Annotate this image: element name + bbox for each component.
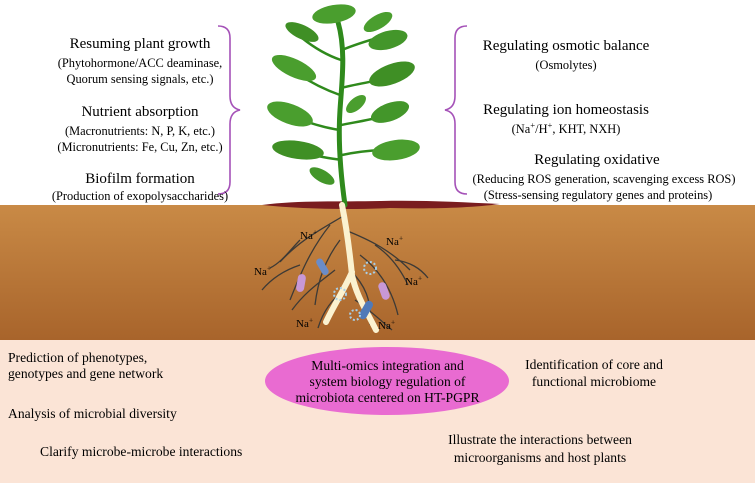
na-ion-label: Na+: [405, 273, 423, 288]
illustrate-line-2: microorganisms and host plants: [453, 450, 627, 465]
microbe: [316, 258, 329, 276]
growth-title: Resuming plant growth: [69, 36, 211, 52]
leaf: [272, 140, 324, 160]
microbe: [363, 261, 377, 275]
clarify-text: Clarify microbe-microbe interactions: [40, 444, 243, 459]
leaf: [309, 167, 335, 185]
leaf: [271, 54, 317, 82]
left-bracket: [217, 25, 241, 195]
nutrient-detail-1: (Macronutrients: N, P, K, etc.): [64, 124, 216, 138]
na-ion-label: Na+: [254, 263, 272, 278]
right-bracket: [444, 25, 468, 195]
microbe: [349, 309, 361, 321]
illustrate-line-1: Illustrate the interactions between: [448, 432, 632, 447]
na-ion-label: Na+: [386, 233, 404, 248]
leaf: [312, 4, 356, 24]
ellipse-line-3: microbiota centered on HT-PGPR: [295, 389, 480, 405]
central-ellipse: [265, 347, 509, 415]
oxidative-detail-2: (Stress-sensing regulatory genes and pro…: [483, 188, 713, 202]
roots: [261, 202, 429, 333]
microbe: [296, 274, 306, 292]
nutrient-detail-2: (Micronutrients: Fe, Cu, Zn, etc.): [57, 140, 223, 154]
leaf: [370, 101, 410, 123]
leaf: [285, 22, 319, 42]
prediction-line-1: Prediction of phenotypes,: [8, 350, 148, 365]
growth-detail-2: Quorum sensing signals, etc.): [66, 72, 214, 86]
leaf: [363, 11, 393, 33]
leaf: [346, 95, 366, 113]
leaf: [369, 61, 415, 87]
nutrient-title: Nutrient absorption: [81, 104, 199, 120]
core-line-1: Identification of core and: [525, 357, 663, 372]
osmotic-detail-1: (Osmolytes): [535, 58, 597, 72]
microbe: [359, 300, 373, 320]
osmotic-title: Regulating osmotic balance: [482, 38, 650, 54]
fine-roots: [261, 214, 429, 331]
oxidative-title: Regulating oxidative: [534, 152, 660, 168]
plant-stem: [335, 19, 348, 208]
growth-detail-1: (Phytohormone/ACC deaminase,: [57, 56, 223, 70]
ellipse-label: Multi-omics integration and system biolo…: [270, 358, 505, 406]
leaf: [372, 139, 420, 161]
ion-title: Regulating ion homeostasis: [483, 102, 649, 118]
leaf: [267, 101, 313, 127]
ion-detail-1: (Na+/H+, KHT, NXH): [511, 119, 621, 136]
biofilm-detail-1: (Production of exopolysaccharides): [51, 189, 229, 203]
plant: [267, 4, 420, 208]
oxidative-detail-1: (Reducing ROS generation, scavenging exc…: [472, 172, 736, 186]
ellipse-line-2: system biology regulation of: [309, 373, 466, 389]
leaf: [368, 29, 408, 51]
ellipse-line-1: Multi-omics integration and: [311, 358, 464, 373]
core-line-2: functional microbiome: [531, 374, 657, 389]
soil-surface: [262, 200, 500, 209]
diversity-text: Analysis of microbial diversity: [8, 406, 177, 421]
microbe: [333, 287, 347, 301]
na-ion-label: Na+: [300, 227, 318, 242]
prediction-line-2: genotypes and gene network: [8, 366, 164, 381]
na-ion-label: Na+: [296, 315, 314, 330]
na-ion-label: Na+: [378, 317, 396, 332]
microbe: [378, 282, 390, 300]
biofilm-title: Biofilm formation: [85, 171, 195, 187]
